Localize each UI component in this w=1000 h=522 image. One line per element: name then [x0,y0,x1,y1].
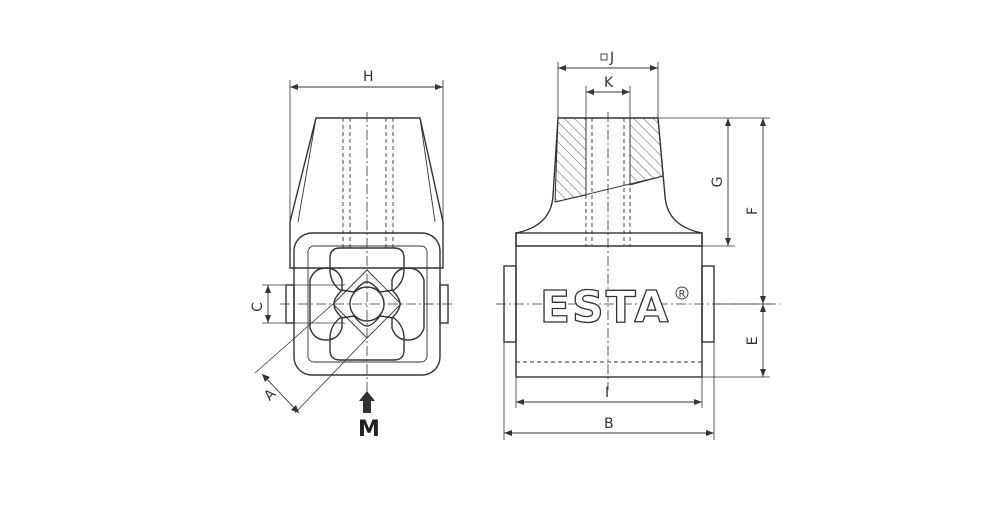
dim-label-i: I [605,385,609,401]
dimension-c: C [250,284,345,324]
esta-logo: ESTA R [539,281,689,334]
dimension-b: B [503,342,715,440]
view-label-m: M [358,417,380,442]
dimension-e: E [702,304,770,378]
front-view [280,112,455,392]
dim-label-e: E [745,337,761,346]
dim-label-b: B [604,416,614,432]
dimension-a: A [254,303,368,414]
dim-label-j: J [609,50,614,66]
view-arrow-icon [359,391,375,413]
view-marker-m: M [358,391,380,442]
dimension-g: G [658,117,735,247]
dimension-f: F [714,117,770,305]
dim-label-a: A [261,386,279,404]
square-symbol-icon [600,53,608,61]
dim-label-h: H [363,69,374,85]
logo-registered-mark: R [679,289,686,300]
dimension-h: H [289,69,444,222]
dim-label-c: C [250,302,266,312]
dimension-k: K [585,75,631,118]
dimension-i: I [515,377,703,408]
dim-label-g: G [710,177,726,188]
dim-label-k: K [604,75,614,91]
logo-text: ESTA [540,282,670,333]
dim-label-f: F [745,207,761,215]
side-view: ESTA R [496,112,780,390]
dimension-j: J [557,50,659,118]
